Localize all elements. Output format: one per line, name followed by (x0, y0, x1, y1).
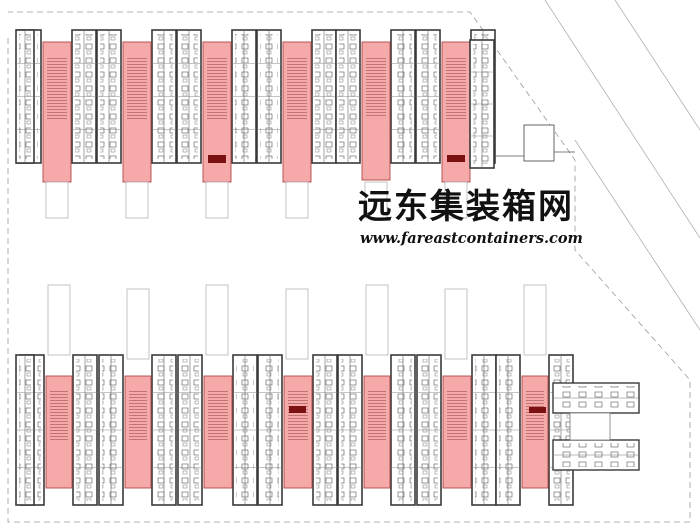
unit-extension (285, 181, 309, 219)
unit-extension (205, 181, 229, 219)
unit-extension (523, 284, 547, 356)
unit-extension (45, 181, 69, 219)
bottom-row-extensions (47, 284, 547, 360)
unit-extension (126, 288, 150, 360)
stair-steps (127, 56, 147, 119)
unit-extension (444, 181, 468, 219)
stair-steps (207, 56, 227, 119)
unit-extension (444, 288, 468, 360)
stair-steps (287, 56, 307, 119)
stair-steps (526, 390, 544, 441)
unit-extension (285, 288, 309, 360)
stair-steps (129, 390, 147, 441)
stair-steps (288, 390, 308, 441)
unit-extension (47, 284, 71, 356)
unit-extension (125, 181, 149, 219)
dark-block (208, 155, 226, 163)
road-lines (544, 0, 700, 331)
stair-steps (446, 56, 466, 119)
unit-extension (364, 181, 388, 219)
top-row-extensions (45, 181, 468, 219)
stair-steps (366, 56, 386, 119)
unit-extension (205, 284, 229, 356)
dark-block (289, 406, 306, 413)
watermark-brand: 远东集装箱网 (358, 187, 574, 227)
top-row-units (15, 29, 496, 183)
stair-steps (447, 390, 467, 441)
stair-steps (47, 56, 67, 119)
horizontal-containers (552, 382, 640, 471)
dark-block (447, 155, 465, 162)
unit-extension (365, 284, 389, 356)
connector-box (496, 124, 575, 162)
stair-steps (50, 390, 68, 441)
bottom-row-units (15, 354, 574, 506)
stair-steps (368, 390, 386, 441)
stair-steps (208, 390, 228, 441)
watermark-url: www.fareastcontainers.com (360, 230, 583, 247)
dark-block (529, 407, 546, 413)
